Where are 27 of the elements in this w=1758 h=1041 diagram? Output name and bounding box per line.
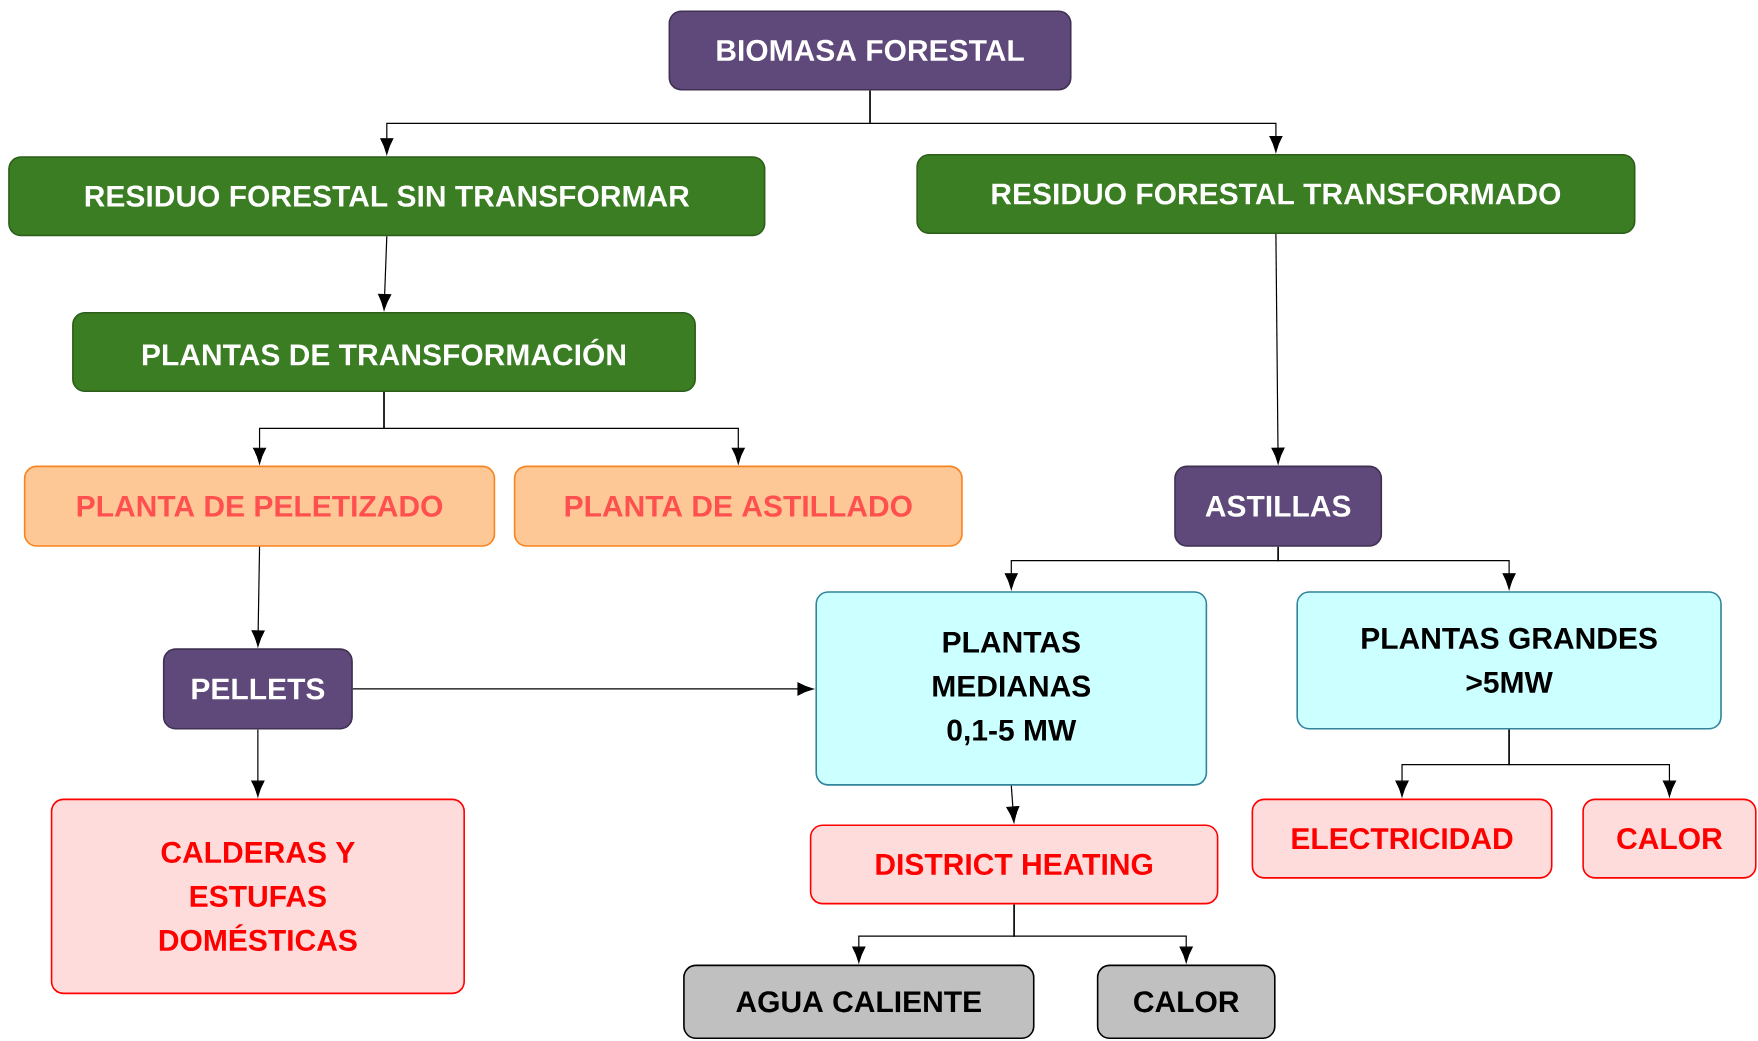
product-box: PELLETS: [162, 648, 353, 730]
arrow: [352, 682, 814, 696]
arrow: [378, 235, 392, 311]
process-box: PLANTAS DE TRANSFORMACIÓN: [72, 312, 696, 393]
arrow: [1277, 546, 1516, 590]
plant-box: PLANTA DE ASTILLADO: [513, 465, 963, 547]
product-box: ASTILLAS: [1174, 465, 1383, 547]
arrow: [251, 546, 265, 647]
use-box: ELECTRICIDAD: [1251, 798, 1553, 879]
output-box: CALOR: [1096, 964, 1276, 1039]
arrow: [1271, 233, 1285, 464]
category-box: RESIDUO FORESTAL TRANSFORMADO: [916, 153, 1636, 234]
use-box: CALOR: [1582, 798, 1757, 879]
arrow: [1006, 785, 1020, 823]
use-box: CALDERAS Y ESTUFAS DOMÉSTICAS: [50, 798, 465, 995]
arrow: [383, 391, 745, 464]
arrow: [869, 89, 1283, 153]
title-box: BIOMASA FORESTAL: [668, 10, 1072, 91]
arrow: [251, 728, 265, 797]
category-box: RESIDUO FORESTAL SIN TRANSFORMAR: [8, 156, 766, 237]
arrow: [1508, 728, 1676, 797]
output-box: AGUA CALIENTE: [683, 964, 1035, 1039]
plant-box: PLANTAS GRANDES >5MW: [1296, 591, 1722, 730]
use-box: DISTRICT HEATING: [809, 824, 1219, 905]
arrow: [1013, 903, 1193, 963]
plant-box: PLANTAS MEDIANAS 0,1-5 MW: [815, 591, 1208, 786]
plant-box: PLANTA DE PELETIZADO: [23, 465, 496, 547]
